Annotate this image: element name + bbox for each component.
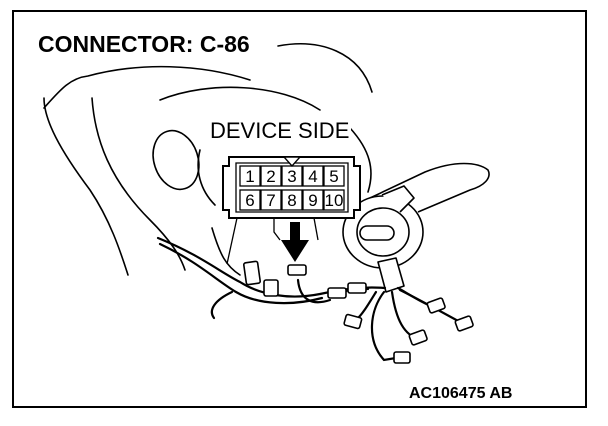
small-connector-1 — [242, 260, 262, 286]
pin-cell-9 — [302, 189, 324, 211]
pin-label: 6 — [245, 191, 255, 210]
pin-label: 8 — [287, 191, 297, 210]
switch-stalk — [377, 257, 405, 293]
combination-switch — [342, 162, 490, 293]
pin-cell-8 — [281, 189, 303, 211]
arrow-shaft — [290, 222, 300, 242]
small-connector-4 — [327, 287, 347, 299]
pin-label: 2 — [266, 167, 276, 186]
small-connector-6 — [343, 313, 363, 330]
dash-vent — [152, 129, 200, 191]
small-connectors — [242, 260, 474, 364]
pin-cell-5 — [323, 165, 345, 187]
pin-label: 5 — [329, 167, 339, 186]
small-connector-9 — [408, 329, 428, 346]
harness-wire-2 — [158, 242, 324, 305]
leader-line-center — [273, 218, 281, 241]
harness-wire-5 — [370, 290, 398, 362]
small-connector-8 — [454, 315, 474, 332]
arrow-head — [281, 240, 309, 262]
figure-code: AC106475 AB — [409, 385, 513, 402]
pin-cell-10 — [323, 189, 345, 211]
frame-border — [12, 10, 587, 408]
switch-mount — [381, 185, 415, 213]
small-connector-5 — [347, 282, 367, 294]
arrow-icon — [281, 222, 309, 262]
pin-cell-4 — [302, 165, 324, 187]
dash-curve-left — [43, 97, 129, 276]
connector-title: CONNECTOR: C-86 — [38, 31, 250, 57]
leader-line-right — [313, 217, 319, 241]
pin-label: 3 — [287, 167, 297, 186]
pin-cell-1 — [239, 165, 261, 187]
small-connector-10 — [393, 351, 411, 364]
pin-cells — [239, 165, 345, 211]
leader-line-left — [226, 217, 238, 265]
dash-curve-top — [277, 43, 373, 93]
switch-ring — [356, 207, 410, 257]
small-connector-7 — [426, 297, 446, 314]
pin-label: 10 — [324, 191, 344, 210]
device-side-label: DEVICE SIDE — [208, 118, 352, 143]
pin-label: 1 — [245, 167, 255, 186]
connector-leader-lines — [226, 217, 319, 265]
pin-label: 7 — [266, 191, 276, 210]
pin-cell-3 — [281, 165, 303, 187]
dash-curve-mid — [159, 86, 321, 111]
pin-cell-6 — [239, 189, 261, 211]
dash-curve-bottom — [211, 227, 241, 276]
small-connector-3 — [287, 264, 307, 276]
connector-c86 — [222, 156, 361, 265]
dash-curve-lower — [197, 149, 216, 206]
harness-wire-3 — [296, 278, 332, 304]
harness-wire-4 — [210, 290, 234, 320]
pin-cell-2 — [260, 165, 282, 187]
connector-housing — [222, 156, 361, 219]
small-connector-2 — [263, 279, 279, 297]
dash-curve-right — [349, 127, 372, 193]
dash-curve-upper — [43, 65, 251, 109]
connector-inner-frame — [235, 162, 349, 213]
pin-label: 4 — [308, 167, 318, 186]
pin-cell-7 — [260, 189, 282, 211]
connector-lock-tab — [282, 156, 302, 168]
switch-hub — [359, 225, 395, 241]
pin-label: 9 — [308, 191, 318, 210]
